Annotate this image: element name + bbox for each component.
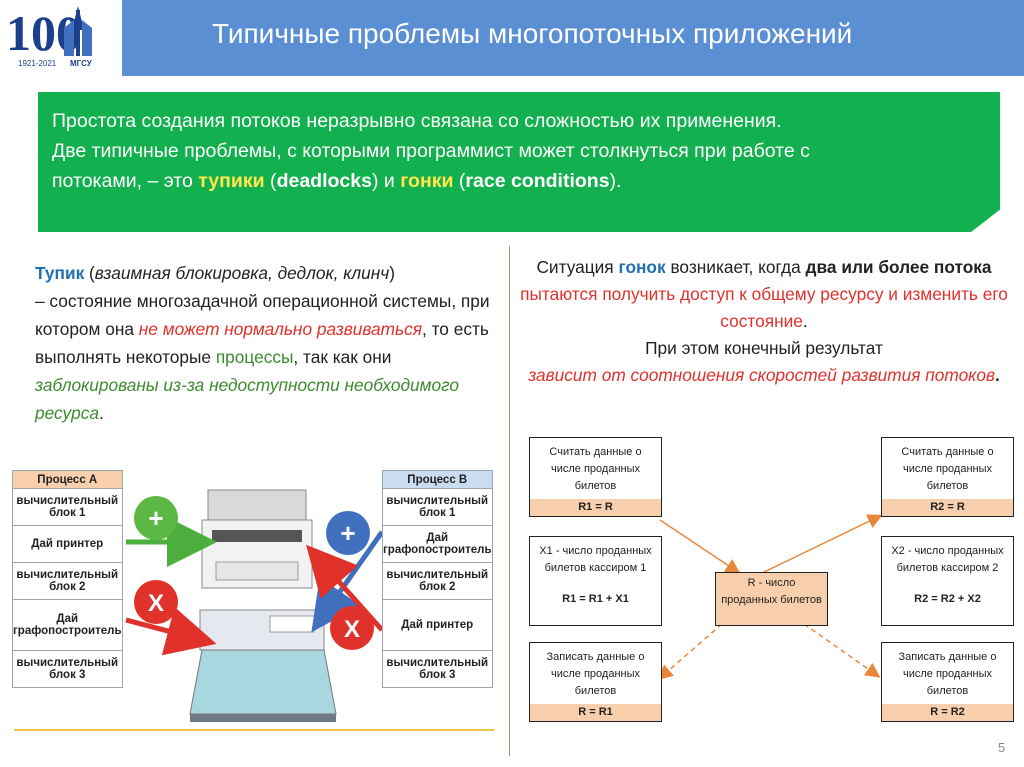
svg-text:X: X xyxy=(344,616,360,643)
race-en-term: race conditions xyxy=(465,170,610,192)
plus-icon: + xyxy=(326,511,370,555)
deadlock-definition: Тупик (взаимная блокировка, дедлок, клин… xyxy=(35,259,503,427)
process-b-table: Процесс В вычислительный блок 1 Дай граф… xyxy=(382,470,493,688)
intro-line-3: потоками, – это тупики (deadlocks) и гон… xyxy=(52,166,992,196)
definition-text: При этом конечный результат xyxy=(645,338,883,358)
depends-phrase: зависит от соотношения скоростей развити… xyxy=(528,365,995,385)
processes-word: процессы xyxy=(215,347,294,367)
deadlock-term: Тупик xyxy=(35,263,85,283)
process-b-row: вычислительный блок 3 xyxy=(382,650,493,688)
box-text: Считать данные о числе проданных билетов xyxy=(549,446,642,492)
box-formula: R = R1 xyxy=(530,704,661,721)
definition-text: возникает, когда xyxy=(665,257,806,277)
process-a-row: Дай графопостроитель xyxy=(12,599,123,651)
university-100-years-logo: 100 1921-2021 МГСУ xyxy=(0,0,122,76)
process-a-row: вычислительный блок 1 xyxy=(12,488,123,526)
deadlocks-term: тупики xyxy=(198,170,265,192)
try-access-phrase: пытаются получить доступ к общему ресурс… xyxy=(520,284,1008,331)
slide-number: 5 xyxy=(998,740,1006,755)
process-b-row: Дай принтер xyxy=(382,599,493,651)
plus-icon: + xyxy=(134,496,178,540)
box-text: Считать данные о числе проданных билетов xyxy=(901,446,994,492)
compute-box-left: X1 - число проданных билетов кассиром 1 … xyxy=(529,536,662,626)
race-definition: Ситуация гонок возникает, когда два или … xyxy=(520,254,1008,389)
two-or-more-phrase: два или более потока xyxy=(805,257,992,277)
plotter-icon xyxy=(189,609,337,722)
box-text: Записать данные о числе проданных билето… xyxy=(898,651,997,697)
intro-box xyxy=(38,92,1000,232)
blocked-phrase: заблокированы из-за недоступности необхо… xyxy=(35,375,460,423)
process-a-plotter-arrow xyxy=(125,606,217,656)
svg-text:МГСУ: МГСУ xyxy=(70,59,93,68)
header-bar xyxy=(0,0,1024,76)
intro-text-part: ( xyxy=(453,170,466,192)
box-formula: R = R2 xyxy=(882,704,1013,721)
box-text: X2 - число проданных билетов кассиром 2 xyxy=(891,545,1004,574)
definition-text: ) xyxy=(389,263,395,283)
box-formula: R1 = R xyxy=(530,499,661,516)
box-formula: R2 = R xyxy=(882,499,1013,516)
races-term: гонок xyxy=(618,257,666,277)
deadlock-synonyms: взаимная блокировка, дедлок, клинч xyxy=(94,263,390,283)
definition-text: . xyxy=(994,365,1000,385)
process-b-row: Дай графопостроитель xyxy=(382,525,493,563)
race-term: гонки xyxy=(400,170,454,192)
process-a-row: Дай принтер xyxy=(12,525,123,563)
box-text: R - число проданных билетов xyxy=(721,577,822,606)
cross-icon: X xyxy=(134,580,178,624)
process-a-row: вычислительный блок 2 xyxy=(12,562,123,600)
box-text: Записать данные о числе проданных билето… xyxy=(546,651,645,697)
svg-text:+: + xyxy=(148,503,163,533)
cross-icon: X xyxy=(330,606,374,650)
intro-text-part: ) и xyxy=(371,170,401,192)
page-title: Типичные проблемы многопоточных приложен… xyxy=(212,18,853,49)
shared-resource-box: R - число проданных билетов xyxy=(715,572,828,626)
read-box-left: Считать данные о числе проданных билетов… xyxy=(529,437,662,517)
deadlocks-en-term: deadlocks xyxy=(276,170,372,192)
intro-text-part: ( xyxy=(264,170,277,192)
definition-text: ( xyxy=(84,263,95,283)
box-formula: R1 = R1 + X1 xyxy=(562,593,629,605)
svg-text:X: X xyxy=(148,590,164,617)
definition-text: – состояние многозадачной операционной с… xyxy=(35,291,490,339)
process-a-table: Процесс А вычислительный блок 1 Дай прин… xyxy=(12,470,123,688)
intro-text-part: потоками, – это xyxy=(52,170,199,192)
svg-text:+: + xyxy=(340,518,355,548)
intro-text-part: ). xyxy=(609,170,622,192)
definition-text: , то есть выполнять некоторые xyxy=(35,319,489,367)
intro-line-2: Две типичные проблемы, с которыми програ… xyxy=(52,140,810,162)
definition-text: . xyxy=(802,311,808,331)
box-text: X1 - число проданных билетов кассиром 1 xyxy=(539,545,652,574)
not-develop-phrase: не может нормально развиваться xyxy=(138,319,422,339)
intro-text: Простота создания потоков неразрывно свя… xyxy=(52,106,992,196)
write-box-left: Записать данные о числе проданных билето… xyxy=(529,642,662,722)
read-box-right: Считать данные о числе проданных билетов… xyxy=(881,437,1014,517)
column-divider xyxy=(509,246,510,756)
definition-text: . xyxy=(98,403,104,423)
compute-box-right: X2 - число проданных билетов кассиром 2 … xyxy=(881,536,1014,626)
printer-icon xyxy=(201,489,313,589)
process-a-row: вычислительный блок 3 xyxy=(12,650,123,688)
process-b-row: вычислительный блок 1 xyxy=(382,488,493,526)
box-formula: R2 = R2 + X2 xyxy=(914,593,981,605)
svg-text:1921-2021: 1921-2021 xyxy=(18,59,57,68)
definition-text: , так как они xyxy=(293,347,392,367)
deadlock-illustration: + X + X xyxy=(125,489,382,722)
write-box-right: Записать данные о числе проданных билето… xyxy=(881,642,1014,722)
bottom-divider xyxy=(14,729,494,731)
process-b-row: вычислительный блок 2 xyxy=(382,562,493,600)
process-b-header: Процесс В xyxy=(382,470,493,489)
process-a-header: Процесс А xyxy=(12,470,123,489)
intro-line-1: Простота создания потоков неразрывно свя… xyxy=(52,110,782,132)
definition-text: Ситуация xyxy=(536,257,619,277)
race-diagram-arrows xyxy=(657,514,883,680)
